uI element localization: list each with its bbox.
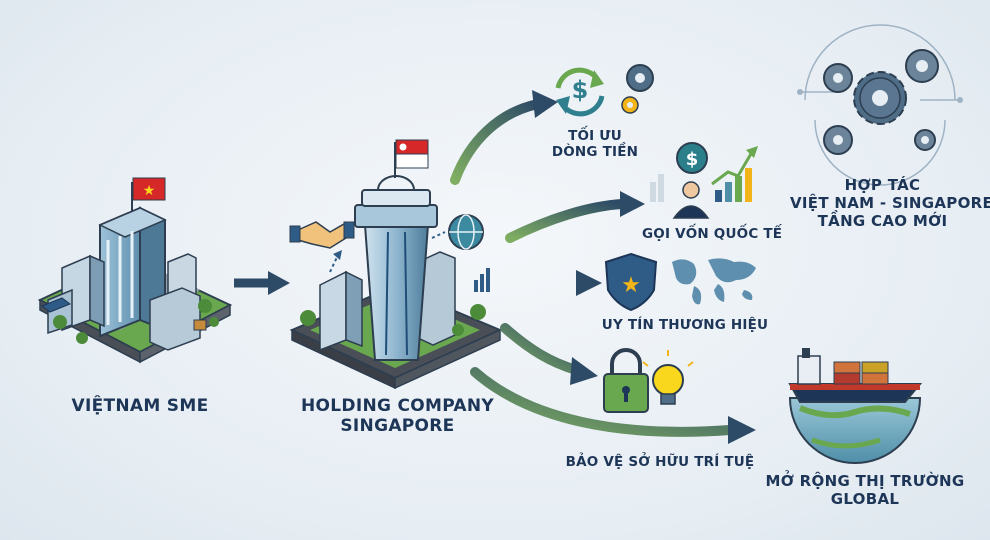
handshake-icon [289, 221, 355, 249]
dollar-cycle-icon: $ [555, 67, 605, 117]
arrow-to-capital [505, 191, 645, 243]
growth-chart-icon [650, 146, 758, 202]
singapore-flag-icon [395, 139, 429, 169]
holding-label-line2: SINGAPORE [340, 416, 455, 437]
svg-text:★: ★ [621, 273, 641, 298]
arrow-to-global [470, 367, 756, 444]
arrow-to-brand [510, 270, 602, 296]
cooperation-label-line1: HỢP TÁC [844, 176, 921, 194]
global-label-line1: MỞ RỘNG THỊ TRƯỜNG [765, 472, 965, 490]
world-map-icon [672, 258, 756, 305]
lightbulb-icon [642, 350, 694, 405]
vietnam-sme-illustration: ★ [37, 177, 233, 364]
global-label: MỞ RỘNG THỊ TRƯỜNG GLOBAL [760, 472, 970, 508]
cooperation-label-line3: TẦNG CAO MỚI [817, 212, 948, 230]
holding-label: HOLDING COMPANY SINGAPORE [285, 396, 510, 437]
globe-icon [448, 214, 484, 250]
cashflow-label-line2: DÒNG TIỀN [551, 144, 639, 161]
arrow-to-ip [500, 323, 598, 385]
padlock-icon [603, 348, 649, 413]
arrow-to-cashflow [450, 90, 558, 185]
cooperation-label-line2: VIỆT NAM - SINGAPORE [790, 194, 990, 212]
global-label-line2: GLOBAL [830, 490, 900, 508]
svg-text:★: ★ [143, 183, 156, 199]
brand-label: UY TÍN THƯƠNG HIỆU [601, 317, 769, 333]
svg-text:$: $ [572, 76, 589, 104]
cashflow-label-line1: TỐI ƯU [568, 128, 622, 144]
gear-icon [621, 64, 654, 114]
capital-label: GỌI VỐN QUỐC TẾ [642, 226, 783, 242]
ip-label: BẢO VỆ SỞ HỮU TRÍ TUỆ [565, 454, 755, 470]
holding-company-illustration [289, 139, 503, 390]
investor-icon: $ [672, 142, 710, 219]
holding-label-line1: HOLDING COMPANY [301, 396, 494, 416]
cooperation-label: HỢP TÁC VIỆT NAM - SINGAPORE TẦNG CAO MỚ… [790, 176, 990, 230]
gears-circuit-icon [797, 24, 963, 186]
sme-label: VIỆTNAM SME [71, 396, 209, 416]
shield-star-icon: ★ [604, 252, 658, 312]
cashflow-label: TỐI ƯU DÒNG TIỀN [540, 128, 650, 160]
cargo-ship-icon [788, 348, 923, 464]
arrow-sme-to-holding [234, 271, 290, 295]
vietnam-flag-icon: ★ [132, 177, 166, 201]
mini-chart-icon [474, 268, 490, 292]
svg-text:$: $ [686, 149, 699, 170]
